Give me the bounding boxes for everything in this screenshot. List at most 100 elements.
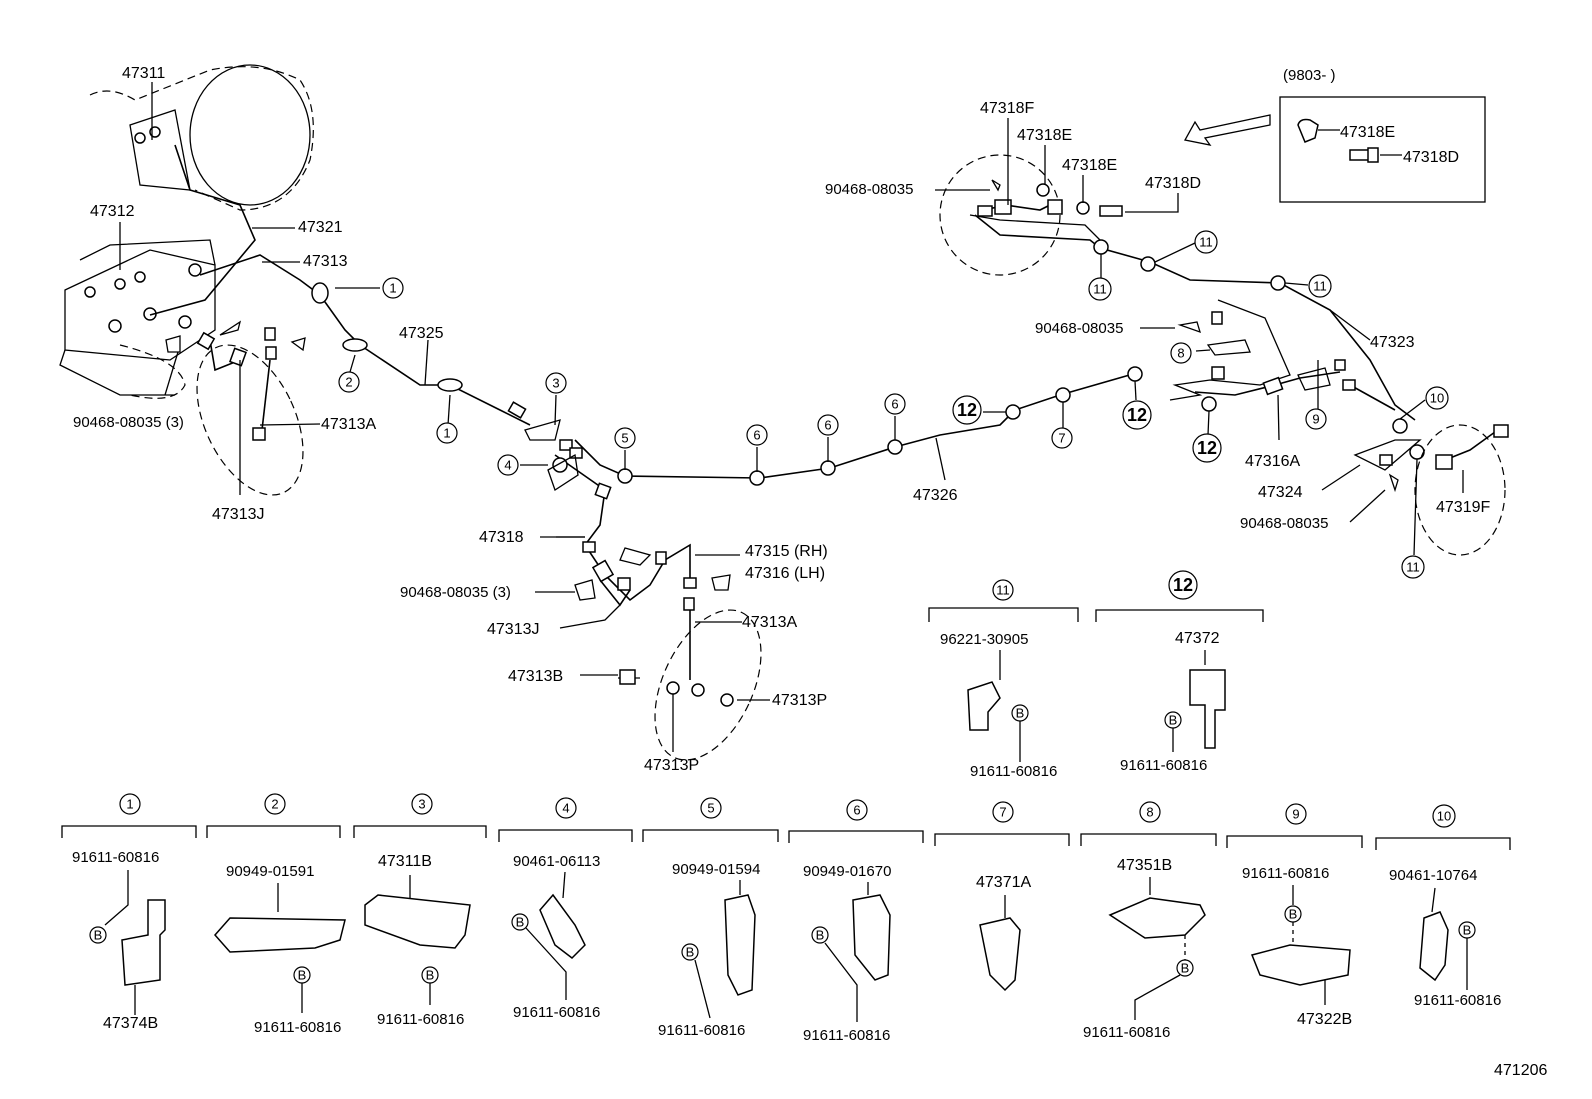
brake-booster-assembly — [59, 64, 314, 399]
callout-11-b: 11 — [1199, 235, 1213, 250]
label-90468-08035-bottom-right: 90468-08035 — [1240, 515, 1328, 532]
callout-6-c: 6 — [891, 397, 898, 412]
detail-5: 5 90949-01594 B 91611-60816 — [642, 797, 779, 1039]
detail-9: 9 91611-60816 B 47322B — [1226, 803, 1363, 1028]
label-47313A-bottom: 47313A — [742, 614, 797, 631]
callout-4: 4 — [504, 458, 511, 473]
callout-1-a: 1 — [389, 281, 396, 296]
svg-text:90461-06113: 90461-06113 — [513, 853, 600, 870]
brake-pipe-routing — [149, 144, 1496, 680]
detail-7: 7 47371A — [934, 801, 1070, 992]
svg-text:47311B: 47311B — [378, 853, 432, 870]
label-47313J-bottom: 47313J — [487, 621, 540, 638]
callout-12-c: 12 — [1197, 438, 1217, 458]
label-47318E-a: 47318E — [1017, 127, 1072, 144]
callout-6-b: 6 — [824, 418, 831, 433]
svg-text:90461-10764: 90461-10764 — [1389, 867, 1477, 884]
svg-text:90949-01591: 90949-01591 — [226, 863, 314, 880]
label-47313P-right: 47313P — [772, 692, 827, 709]
svg-text:47351B: 47351B — [1117, 857, 1172, 874]
svg-text:B: B — [1181, 961, 1190, 976]
callout-7: 7 — [1058, 431, 1065, 446]
svg-text:4: 4 — [562, 801, 569, 816]
svg-text:91611-60816: 91611-60816 — [658, 1022, 745, 1039]
label-47326: 47326 — [913, 487, 958, 504]
callout-5: 5 — [621, 431, 628, 446]
svg-text:91611-60816: 91611-60816 — [1242, 865, 1329, 882]
svg-text:B: B — [516, 915, 525, 930]
svg-text:8: 8 — [1146, 805, 1153, 820]
svg-text:91611-60816: 91611-60816 — [803, 1027, 890, 1044]
svg-text:6: 6 — [853, 803, 860, 818]
label-47316-lh: 47316 (LH) — [745, 565, 825, 582]
label-47311: 47311 — [122, 65, 165, 82]
detail-4: 4 90461-06113 B 91611-60816 — [498, 797, 633, 1021]
svg-text:B: B — [816, 928, 825, 943]
revision-inset — [1183, 96, 1486, 203]
svg-text:47371A: 47371A — [976, 874, 1031, 891]
inset-date: (9803- ) — [1283, 67, 1336, 84]
svg-text:91611-60816: 91611-60816 — [254, 1019, 341, 1036]
label-47325: 47325 — [399, 325, 444, 342]
svg-text:B: B — [1463, 923, 1472, 938]
detail-12-bolt: 91611-60816 — [1120, 757, 1207, 774]
svg-text:B: B — [686, 945, 695, 960]
svg-text:7: 7 — [999, 805, 1006, 820]
callout-12-a: 12 — [957, 400, 977, 420]
detail-11-b: B — [1016, 706, 1025, 721]
svg-text:5: 5 — [707, 801, 714, 816]
label-90468-08035-3-bottom: 90468-08035 (3) — [400, 584, 511, 601]
svg-text:91611-60816: 91611-60816 — [1414, 992, 1501, 1009]
fittings — [165, 154, 1509, 761]
svg-text:47322B: 47322B — [1297, 1011, 1352, 1028]
svg-text:B: B — [298, 968, 307, 983]
svg-text:3: 3 — [418, 797, 425, 812]
detail-12-b: B — [1169, 713, 1178, 728]
svg-text:90949-01594: 90949-01594 — [672, 861, 760, 878]
svg-text:9: 9 — [1292, 807, 1299, 822]
inset-label-47318E: 47318E — [1340, 124, 1395, 141]
callout-11-a: 11 — [1093, 282, 1107, 297]
detail-10: 10 90461-10764 B 91611-60816 — [1375, 804, 1511, 1009]
label-47313A-top: 47313A — [321, 416, 376, 433]
label-90468-08035-top-right: 90468-08035 — [825, 181, 913, 198]
label-47321: 47321 — [298, 219, 343, 236]
callout-1-b: 1 — [443, 426, 450, 441]
callout-10: 10 — [1430, 391, 1444, 406]
svg-text:47374B: 47374B — [103, 1015, 158, 1032]
svg-text:1: 1 — [126, 797, 133, 812]
detail-2: 2 90949-01591 B 91611-60816 — [206, 793, 346, 1036]
label-47324: 47324 — [1258, 484, 1303, 501]
svg-text:B: B — [94, 928, 103, 943]
detail-11-part: 96221-30905 — [940, 631, 1028, 648]
label-47313: 47313 — [303, 253, 348, 270]
callout-12-b: 12 — [1127, 405, 1147, 425]
label-47315-rh: 47315 (RH) — [745, 543, 828, 560]
svg-text:B: B — [426, 968, 435, 983]
svg-text:B: B — [1289, 907, 1298, 922]
svg-text:91611-60816: 91611-60816 — [377, 1011, 464, 1028]
label-47323: 47323 — [1370, 334, 1415, 351]
label-47319F: 47319F — [1436, 499, 1490, 516]
detail-1: 1 91611-60816 B 47374B — [61, 793, 197, 1032]
callout-2: 2 — [345, 375, 352, 390]
main-callouts: 1 2 1 3 4 5 6 6 6 12 7 12 12 8 9 10 11 1… — [338, 230, 1449, 579]
callout-9: 9 — [1312, 412, 1319, 427]
label-47318F: 47318F — [980, 100, 1034, 117]
callout-11-d: 11 — [1406, 560, 1420, 575]
detail-3: 3 47311B B 91611-60816 — [353, 793, 487, 1028]
main-part-labels: 47311 47312 47321 47313 47325 90468-0803… — [73, 65, 1547, 1079]
svg-text:10: 10 — [1437, 809, 1451, 824]
detail-12-part: 47372 — [1175, 630, 1220, 647]
detail-12-num: 12 — [1173, 575, 1193, 595]
label-90468-08035-3-top: 90468-08035 (3) — [73, 414, 184, 431]
detail-12: 12 47372 B 91611-60816 — [1095, 570, 1264, 774]
label-47312: 47312 — [90, 203, 135, 220]
detail-11: 11 96221-30905 B 91611-60816 — [928, 579, 1079, 780]
detail-6: 6 90949-01670 B 91611-60816 — [788, 799, 924, 1044]
svg-text:91611-60816: 91611-60816 — [72, 849, 159, 866]
label-47318: 47318 — [479, 529, 524, 546]
svg-text:90949-01670: 90949-01670 — [803, 863, 891, 880]
callout-6-a: 6 — [753, 428, 760, 443]
label-47318D: 47318D — [1145, 175, 1201, 192]
